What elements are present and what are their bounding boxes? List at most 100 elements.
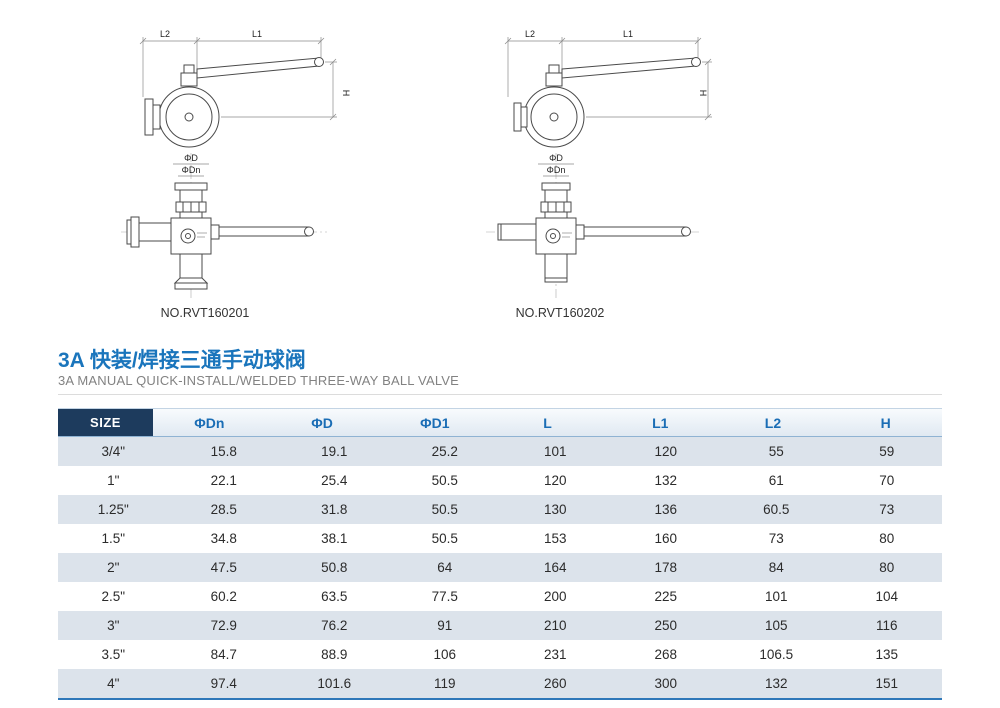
- row-value-cell: 132: [764, 676, 788, 691]
- row-value-cell: 60.5: [763, 502, 790, 517]
- row-value-cell: 59: [879, 444, 895, 459]
- row-value-cell: 84: [768, 560, 784, 575]
- row-value-cell: 63.5: [321, 589, 348, 604]
- row-value-cell: 101: [764, 589, 788, 604]
- row-value-cell: 80: [879, 560, 895, 575]
- header-col: ΦD1: [420, 414, 450, 431]
- dim-label-h: H: [341, 90, 351, 97]
- row-value-cell: 70: [879, 473, 895, 488]
- row-value-cell: 25.4: [321, 473, 348, 488]
- row-value-cell: 72.9: [210, 618, 237, 633]
- row-value-cell: 104: [875, 589, 899, 604]
- valve-drawing-clamp: L2 L1 H ΦD ΦDn: [121, 29, 351, 301]
- dim-label-phid: ΦD: [184, 153, 198, 163]
- row-size-cell: 1.5": [101, 531, 126, 546]
- row-value-cell: 178: [654, 560, 678, 575]
- row-size-cell: 1": [107, 473, 120, 488]
- header-col: L: [543, 414, 552, 431]
- header-col: ΦD: [311, 414, 333, 431]
- title-divider: [58, 394, 942, 395]
- row-value-cell: 73: [879, 502, 895, 517]
- row-value-cell: 28.5: [210, 502, 237, 517]
- row-value-cell: 88.9: [321, 647, 348, 662]
- page-subtitle-en: 3A MANUAL QUICK-INSTALL/WELDED THREE-WAY…: [58, 373, 460, 388]
- row-value-cell: 73: [768, 531, 784, 546]
- row-value-cell: 130: [543, 502, 567, 517]
- row-value-cell: 50.5: [431, 473, 458, 488]
- row-value-cell: 50.5: [431, 502, 458, 517]
- row-value-cell: 101.6: [317, 676, 352, 691]
- row-value-cell: 61: [768, 473, 784, 488]
- row-value-cell: 50.8: [321, 560, 348, 575]
- row-size-cell: 2": [107, 560, 120, 575]
- row-value-cell: 77.5: [431, 589, 458, 604]
- table-row: 4" 97.4 101.6 119 260 300 132 151: [58, 669, 942, 700]
- drawing-number-left: NO.RVT160201: [160, 306, 250, 320]
- row-value-cell: 91: [437, 618, 453, 633]
- row-value-cell: 97.4: [210, 676, 237, 691]
- row-size-cell: 3/4": [101, 444, 126, 459]
- row-value-cell: 76.2: [321, 618, 348, 633]
- row-value-cell: 132: [654, 473, 678, 488]
- row-value-cell: 55: [768, 444, 784, 459]
- row-value-cell: 34.8: [210, 531, 237, 546]
- row-value-cell: 116: [875, 618, 898, 633]
- row-value-cell: 25.2: [431, 444, 458, 459]
- row-value-cell: 15.8: [210, 444, 237, 459]
- row-value-cell: 250: [654, 618, 678, 633]
- row-value-cell: 164: [543, 560, 567, 575]
- header-col: L2: [764, 414, 782, 431]
- dim-label-l1: L1: [252, 29, 262, 39]
- row-value-cell: 106.5: [759, 647, 794, 662]
- row-value-cell: 47.5: [210, 560, 237, 575]
- row-value-cell: 64: [437, 560, 453, 575]
- drawing-number-right: NO.RVT160202: [515, 306, 605, 320]
- header-col: H: [880, 414, 891, 431]
- dim-label-phidn: ΦDn: [547, 165, 566, 175]
- header-col: ΦDn: [194, 414, 225, 431]
- row-size-cell: 3": [107, 618, 120, 633]
- row-value-cell: 120: [543, 473, 567, 488]
- page-title-zh: 3A 快装/焊接三通手动球阀: [58, 349, 306, 372]
- row-value-cell: 119: [433, 676, 456, 691]
- row-value-cell: 19.1: [321, 444, 348, 459]
- row-value-cell: 80: [879, 531, 895, 546]
- row-value-cell: 31.8: [321, 502, 348, 517]
- row-value-cell: 120: [654, 444, 678, 459]
- row-value-cell: 106: [433, 647, 457, 662]
- row-size-cell: 1.25": [97, 502, 129, 517]
- row-value-cell: 151: [875, 676, 899, 691]
- row-value-cell: 84.7: [210, 647, 237, 662]
- row-value-cell: 231: [543, 647, 567, 662]
- row-size-cell: 3.5": [101, 647, 126, 662]
- row-value-cell: 210: [543, 618, 567, 633]
- table-row: 2" 47.5 50.8 64 164 178 84 80: [58, 553, 942, 582]
- row-size-cell: 4": [107, 676, 120, 691]
- dim-label-l1: L1: [623, 29, 633, 39]
- dim-label-h: H: [698, 90, 708, 97]
- row-value-cell: 135: [875, 647, 899, 662]
- row-value-cell: 136: [654, 502, 678, 517]
- valve-drawing-welded: L2 L1 H ΦD ΦDn: [486, 29, 712, 301]
- row-value-cell: 225: [654, 589, 678, 604]
- row-value-cell: 260: [543, 676, 567, 691]
- row-value-cell: 38.1: [321, 531, 348, 546]
- technical-drawing-right: L2 L1 H ΦD ΦDn: [450, 25, 720, 310]
- row-value-cell: 300: [654, 676, 678, 691]
- row-value-cell: 200: [543, 589, 567, 604]
- row-value-cell: 60.2: [210, 589, 237, 604]
- row-value-cell: 153: [543, 531, 567, 546]
- row-value-cell: 160: [654, 531, 678, 546]
- table-row: 1.25" 28.5 31.8 50.5 130 136 60.5 73: [58, 495, 942, 524]
- header-col: L1: [652, 414, 669, 431]
- technical-drawing-left: L2 L1 H ΦD ΦDn: [85, 25, 355, 310]
